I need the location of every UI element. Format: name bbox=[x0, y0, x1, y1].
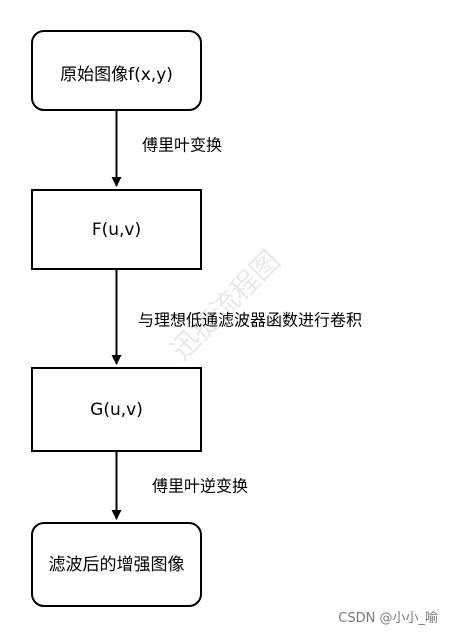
node-enhanced-image-label: 滤波后的增强图像 bbox=[49, 555, 185, 575]
edge-inverse-fourier-transform-label: 傅里叶逆变换 bbox=[152, 477, 248, 496]
edge-convolution: 与理想低通滤波器函数进行卷积 bbox=[111, 269, 362, 365]
node-g-uv: G(u,v) bbox=[31, 367, 202, 452]
node-original-image-label: 原始图像f(x,y) bbox=[60, 65, 173, 85]
node-f-uv-label: F(u,v) bbox=[92, 220, 141, 240]
edge-convolution-label: 与理想低通滤波器函数进行卷积 bbox=[138, 311, 362, 330]
node-enhanced-image: 滤波后的增强图像 bbox=[31, 522, 202, 607]
node-f-uv: F(u,v) bbox=[31, 189, 202, 270]
edge-fourier-transform-label: 傅里叶变换 bbox=[142, 136, 222, 155]
node-g-uv-label: G(u,v) bbox=[90, 400, 143, 420]
node-original-image: 原始图像f(x,y) bbox=[31, 30, 202, 111]
edge-fourier-transform: 傅里叶变换 bbox=[111, 110, 222, 187]
credit-watermark: CSDN @小小_喻 bbox=[338, 611, 438, 626]
edge-inverse-fourier-transform: 傅里叶逆变换 bbox=[111, 451, 248, 520]
